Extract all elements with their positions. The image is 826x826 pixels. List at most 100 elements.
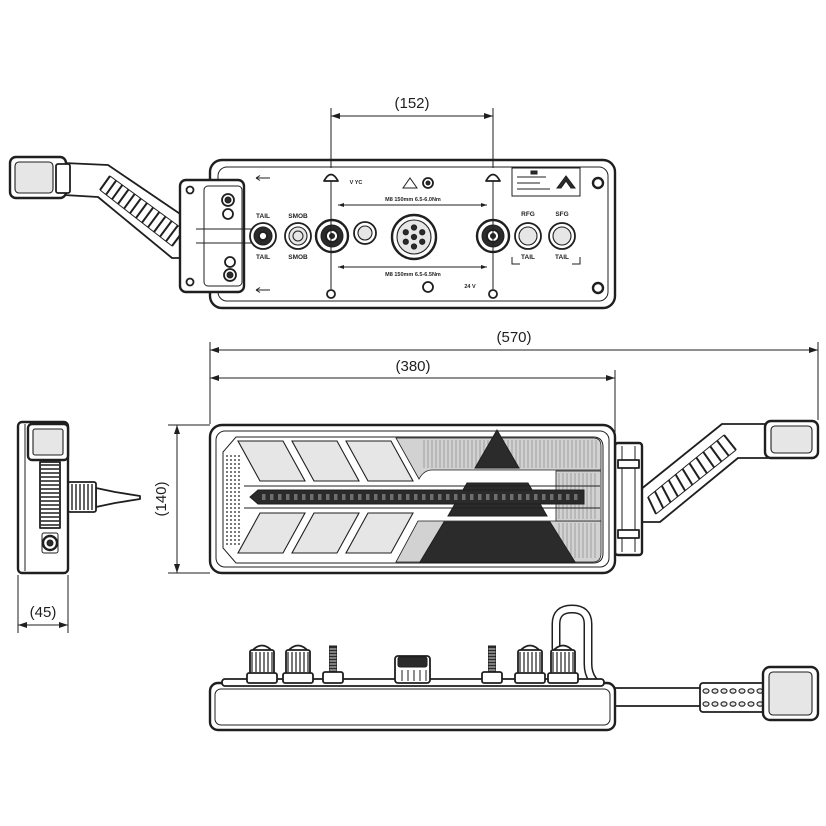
top-bracket-plate xyxy=(203,185,243,287)
top-arm-rib xyxy=(129,197,142,214)
dimension-arrowhead xyxy=(210,375,219,381)
reflex-dot xyxy=(238,471,240,473)
reflex-dot xyxy=(238,527,240,529)
led-segment xyxy=(518,494,522,500)
pin-contact xyxy=(410,224,418,231)
top-arm-rib xyxy=(105,179,117,196)
connector-tail-left-core xyxy=(258,231,268,241)
front-arm-inner-line-upper xyxy=(647,434,725,498)
reflex-dot xyxy=(230,519,232,521)
top-bracket-plug-1-core xyxy=(224,196,232,204)
front-arm-rib xyxy=(709,445,723,463)
led-segment xyxy=(318,494,322,500)
nut-tail xyxy=(246,644,278,684)
arm-hole xyxy=(738,688,746,694)
top-arm-rib xyxy=(111,184,124,200)
led-segment xyxy=(358,494,362,500)
torque-arrowhead xyxy=(481,203,487,207)
led-segment xyxy=(486,494,490,500)
reflex-dot xyxy=(226,455,228,457)
reflex-dot xyxy=(230,495,232,497)
reflex-dot xyxy=(238,531,240,533)
nut-sfg xyxy=(547,644,579,684)
stud-rod xyxy=(329,645,337,674)
reflex-dot xyxy=(234,527,236,529)
reflex-dot xyxy=(238,539,240,541)
led-segment xyxy=(366,494,370,500)
led-segment xyxy=(374,494,378,500)
arm-hole xyxy=(729,701,737,707)
bottom-housing-inner-edge xyxy=(214,688,611,726)
front-arm-rib xyxy=(716,440,730,457)
reflex-dot xyxy=(238,463,240,465)
reflex-dot xyxy=(234,519,236,521)
label-bracket-left xyxy=(511,257,520,265)
reflex-dot xyxy=(238,519,240,521)
nut-base xyxy=(547,672,579,684)
reflex-dot xyxy=(234,467,236,469)
reflex-dot xyxy=(226,487,228,489)
reflex-dot xyxy=(226,471,228,473)
reflex-dot xyxy=(234,487,236,489)
top-bracket-plug-4-core xyxy=(226,271,234,279)
reflex-dot xyxy=(230,511,232,513)
led-segment xyxy=(446,494,450,500)
connector-smob-ring xyxy=(288,226,308,246)
reflex-dot xyxy=(230,503,232,505)
front-handle-grip xyxy=(770,425,813,454)
bottom-arm-holes xyxy=(702,688,764,707)
led-segment xyxy=(326,494,330,500)
reflex-dot xyxy=(230,499,232,501)
reflex-dot xyxy=(230,483,232,485)
arm-hole xyxy=(747,701,755,707)
reflex-dot xyxy=(230,531,232,533)
front-arm-rib xyxy=(723,434,737,451)
reflex-dot xyxy=(238,543,240,545)
connector-rfg-inner xyxy=(518,226,538,246)
reflex-dot xyxy=(238,483,240,485)
side-handle-grip xyxy=(32,428,64,456)
arm-hole xyxy=(711,688,719,694)
reflex-dot xyxy=(226,507,228,509)
label-smob-lower: SMOB xyxy=(288,254,308,261)
reflex-dot xyxy=(234,531,236,533)
mounting-marker-right xyxy=(485,173,501,182)
nut-knurl xyxy=(517,649,543,675)
top-arm-ribs xyxy=(99,175,185,247)
led-segment xyxy=(494,494,498,500)
led-segment xyxy=(262,494,266,500)
led-segment xyxy=(534,494,538,500)
reflex-dot xyxy=(238,487,240,489)
reflex-dot xyxy=(226,531,228,533)
led-segment xyxy=(398,494,402,500)
led-segment xyxy=(422,494,426,500)
dimension-arrowhead xyxy=(809,347,818,353)
led-segment xyxy=(382,494,386,500)
front-housing-inner-edge xyxy=(215,430,610,568)
reflex-dot xyxy=(238,499,240,501)
top-arm-rib xyxy=(135,202,148,219)
top-handle-grip xyxy=(14,161,54,194)
led-segment xyxy=(430,494,434,500)
reflex-dot xyxy=(226,459,228,461)
reflex-dot xyxy=(230,515,232,517)
reflex-dot xyxy=(234,463,236,465)
type-plate-text-lines xyxy=(517,176,550,190)
arm-hole xyxy=(729,688,737,694)
reflex-dot xyxy=(238,455,240,457)
reflex-dot xyxy=(234,471,236,473)
nut-base xyxy=(282,672,314,684)
top-arm-rib xyxy=(165,224,179,242)
arrow-left-icon xyxy=(255,287,270,293)
reflex-dot xyxy=(230,479,232,481)
reflex-dot xyxy=(234,507,236,509)
reflex-dot xyxy=(226,515,228,517)
reflex-dot xyxy=(238,475,240,477)
reflex-dot xyxy=(234,455,236,457)
top-view: TAIL SMOB TAIL SMOB RFG SFG TAIL TAIL V … xyxy=(8,155,617,310)
indicator-chevron-upper-2 xyxy=(291,440,360,482)
reflex-dot xyxy=(230,471,232,473)
corner-screw-bottom xyxy=(591,281,605,295)
led-segment xyxy=(510,494,514,500)
